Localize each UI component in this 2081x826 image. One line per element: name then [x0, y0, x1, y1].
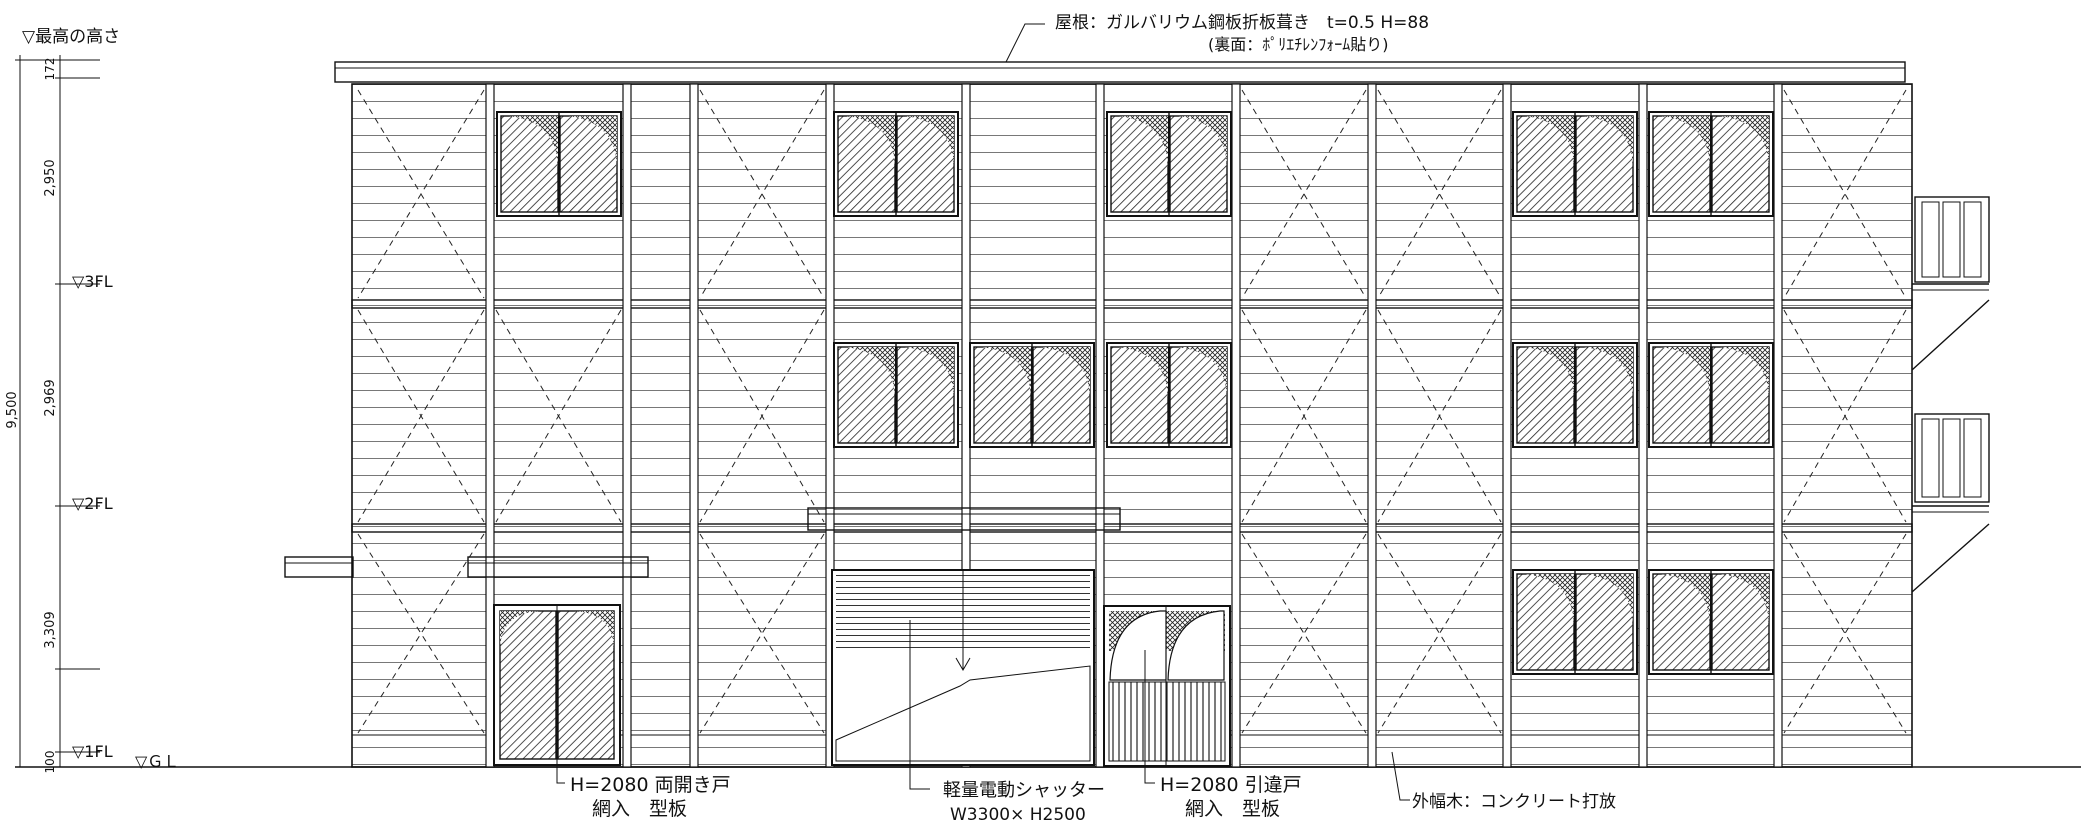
- window-arch: [501, 116, 558, 170]
- shutter-note-2: W3300× H2500: [950, 805, 1086, 825]
- window-arch: [1170, 347, 1227, 401]
- window-arch: [838, 347, 895, 401]
- dim-base: 100: [43, 751, 57, 774]
- level-1fl: ▽1FL: [72, 742, 113, 761]
- window-pane: [500, 115, 559, 213]
- window-arch: [1712, 347, 1769, 401]
- window-arch: [1111, 347, 1168, 401]
- window-arch: [1111, 116, 1168, 170]
- pilaster: [1638, 83, 1648, 768]
- leader-lines: [556, 23, 1410, 801]
- window-arch: [1517, 347, 1574, 401]
- double-door: [493, 604, 621, 766]
- bracing-x: [1377, 309, 1502, 523]
- pilaster: [1367, 83, 1377, 768]
- window-arch: [560, 116, 617, 170]
- pilaster: [1231, 83, 1241, 768]
- level-top: ▽最高の高さ: [22, 27, 120, 47]
- pilaster: [485, 83, 495, 768]
- bracing-x: [1783, 533, 1907, 734]
- window-arch: [897, 347, 954, 401]
- pilaster: [622, 83, 632, 768]
- window-arch: [974, 347, 1031, 401]
- window-arch: [897, 116, 954, 170]
- shutter-note-1: 軽量電動シャッター: [943, 780, 1105, 801]
- window-arch: [838, 116, 895, 170]
- roof-note-2: (裏面：ﾎﾟﾘｴﾁﾚﾝﾌｫｰﾑ貼り): [1208, 35, 1389, 54]
- electric-shutter: [831, 569, 1095, 766]
- bracing-bays: [357, 89, 1907, 734]
- window-arch: [1653, 347, 1710, 401]
- pilaster: [689, 83, 699, 768]
- bracing-x: [1783, 309, 1907, 523]
- skirt-note: 外幅木：コンクリート打放: [1412, 792, 1616, 812]
- bracing-x: [699, 89, 825, 299]
- dim-floor1: 3,309: [43, 611, 58, 648]
- pilaster: [1502, 83, 1512, 768]
- bracing-x: [1377, 89, 1502, 299]
- bracing-x: [1783, 89, 1907, 299]
- pilaster: [1095, 83, 1105, 768]
- door1-note-2: 網入 型板: [592, 798, 687, 820]
- dim-total: 9,500: [5, 391, 20, 428]
- window-arch: [1712, 574, 1769, 628]
- window-arch: [1653, 116, 1710, 170]
- height-dimensions: [15, 55, 100, 767]
- window-arch: [1517, 574, 1574, 628]
- balconies: [1911, 196, 1990, 593]
- roof-note-1: 屋根：ガルバリウム鋼板折板葺き t=0.5 H=88: [1055, 13, 1429, 33]
- bracing-x: [357, 89, 485, 299]
- door2-note-1: H=2080 引違戸: [1160, 774, 1302, 796]
- bracing-x: [1377, 533, 1502, 734]
- window-arch: [1576, 347, 1633, 401]
- level-gl: ▽ＧＬ: [135, 752, 179, 771]
- bracing-x: [1241, 309, 1367, 523]
- roof: [334, 61, 1906, 83]
- bracing-x: [357, 309, 485, 523]
- window-arch: [1170, 116, 1227, 170]
- bracing-x: [495, 309, 622, 523]
- canopy-left: [284, 556, 649, 578]
- window-arch: [1033, 347, 1090, 401]
- window-arch: [1517, 116, 1574, 170]
- level-2fl: ▽2FL: [72, 494, 113, 513]
- window-arch: [1653, 574, 1710, 628]
- sliding-door: [1103, 605, 1231, 767]
- dim-floor2: 2,969: [43, 379, 58, 416]
- bracing-x: [1241, 89, 1367, 299]
- window-pane: [1032, 346, 1091, 444]
- window-arch: [1712, 116, 1769, 170]
- dim-roof: 172: [43, 58, 57, 81]
- window-pane: [1575, 346, 1634, 444]
- window-arch: [1576, 574, 1633, 628]
- level-3fl: ▽3FL: [72, 272, 113, 291]
- dim-floor3: 2,950: [43, 159, 58, 196]
- windows-3f: [496, 111, 1774, 217]
- door1-note-1: H=2080 両開き戸: [570, 774, 731, 796]
- pilaster: [1773, 83, 1783, 768]
- windows-2f: [833, 342, 1774, 448]
- bracing-x: [699, 309, 825, 523]
- door2-note-2: 網入 型板: [1185, 798, 1280, 820]
- window-arch: [1576, 116, 1633, 170]
- windows-1f: [1512, 569, 1774, 675]
- canopy-center: [807, 507, 1121, 531]
